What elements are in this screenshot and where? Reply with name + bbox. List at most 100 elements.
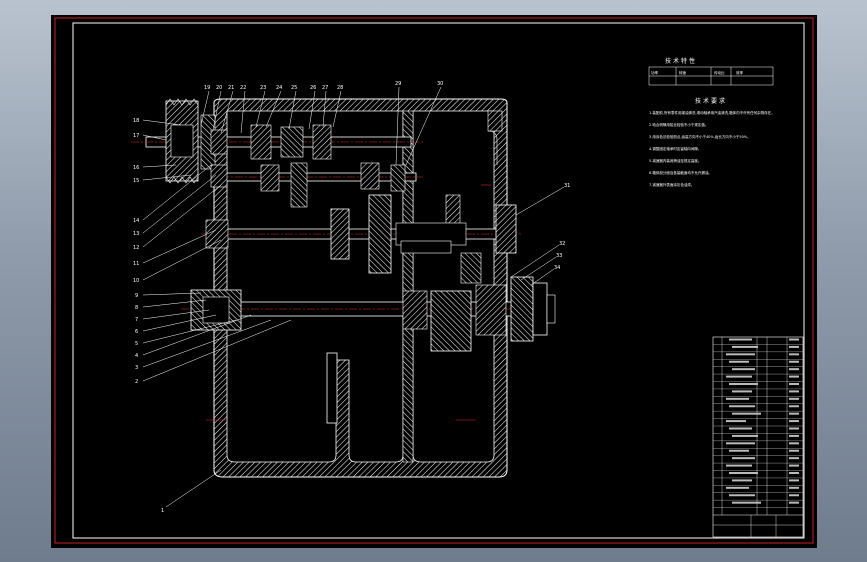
inner-border xyxy=(72,22,805,539)
spec-header-efficiency: 效率 xyxy=(736,70,744,75)
spec-header-ratio: 传动比 xyxy=(714,70,725,75)
parts-list-entry-note xyxy=(789,360,799,363)
spec-header-speed: 转速 xyxy=(679,70,687,75)
parts-list-entry-note xyxy=(789,375,799,378)
center-wall xyxy=(402,110,414,463)
parts-list-entry-note xyxy=(789,368,799,371)
leaders xyxy=(142,86,565,508)
label-27: 27 xyxy=(322,85,328,91)
label-22: 22 xyxy=(240,85,246,91)
label-6: 6 xyxy=(135,329,138,335)
gearbox-assembly-drawing: 18 17 16 15 14 13 12 11 10 9 8 7 6 5 4 3… xyxy=(54,17,814,544)
parts-list-entry-text xyxy=(726,486,749,489)
requirement-line-4: 4.调整固定轴承时应留轴向间隙。 xyxy=(649,146,701,151)
label-11: 11 xyxy=(133,261,139,267)
parts-list-entry-note xyxy=(789,338,799,341)
label-14: 14 xyxy=(133,218,139,224)
label-19: 19 xyxy=(204,85,210,91)
parts-list-entry-text xyxy=(729,427,752,430)
parts-list-entry-text xyxy=(726,375,752,378)
label-25: 25 xyxy=(291,85,297,91)
parts-list-entry-text xyxy=(732,368,755,371)
parts-list-entry-text xyxy=(732,390,752,393)
label-13: 13 xyxy=(133,231,139,237)
parts-list-entry-note xyxy=(789,412,799,415)
requirements-title: 技术要求 xyxy=(695,97,727,105)
parts-list-entry-text xyxy=(729,494,755,497)
parts-list-entry-text xyxy=(726,442,755,445)
label-12: 12 xyxy=(133,245,139,251)
parts-list-entry-text xyxy=(732,501,761,504)
parts-list-entry-text xyxy=(729,405,755,408)
parts-list-entry-note xyxy=(789,501,799,504)
parts-list-entry-note xyxy=(789,383,799,385)
label-24: 24 xyxy=(276,85,282,91)
requirement-line-2: 2.啮合侧隙用铅丝检验不小于规定值。 xyxy=(649,122,708,127)
parts-list-entry-text xyxy=(729,360,749,363)
v-belt-pulley xyxy=(165,98,216,184)
parts-list-entry-text xyxy=(729,472,758,474)
parts-list-entry-note xyxy=(789,420,799,423)
parts-list-entry-text xyxy=(732,479,752,482)
parts-list-entry-note xyxy=(789,427,799,430)
parts-list-table xyxy=(712,336,804,538)
drain-slot xyxy=(326,352,338,424)
parts-list-entry-note xyxy=(789,494,799,497)
requirement-line-5: 5.减速器内装润滑油至规定高度。 xyxy=(649,158,701,163)
outer-border xyxy=(54,17,814,544)
parts-list-entry-text xyxy=(732,434,758,437)
parts-list-entry-note xyxy=(789,472,799,474)
parts-list-entry-text xyxy=(732,412,761,415)
spec-table-title: 技术特性 xyxy=(665,57,697,65)
parts-list-entry-text xyxy=(726,397,749,400)
parts-list-entry-text xyxy=(729,338,752,341)
parts-list-entry-text xyxy=(726,353,755,356)
part-labels: 18 17 16 15 14 13 12 11 10 9 8 7 6 5 4 3… xyxy=(133,81,570,514)
label-1: 1 xyxy=(161,508,164,514)
label-4: 4 xyxy=(135,353,138,359)
label-2: 2 xyxy=(135,379,138,385)
label-16: 16 xyxy=(133,165,139,171)
parts-list-entry-note xyxy=(789,479,799,482)
parts-list-entry-note xyxy=(789,457,799,460)
parts-list-entry-note xyxy=(789,442,799,445)
gears-and-bearings xyxy=(190,124,556,352)
requirement-line-7: 7.减速器外表面涂灰色油漆。 xyxy=(649,182,694,187)
label-8: 8 xyxy=(135,305,138,311)
housing xyxy=(213,98,508,478)
requirement-line-6: 6.箱体剖分面及各接触面均不允许漏油。 xyxy=(649,170,712,175)
label-20: 20 xyxy=(216,85,222,91)
requirement-line-1: 1.装配前,所有零件用煤油清洗,滚动轴承用汽油清洗,箱体内不许有任何杂物存在。 xyxy=(649,110,775,115)
label-29: 29 xyxy=(395,81,401,87)
parts-list-entry-text xyxy=(729,449,749,452)
parts-list-entry-text xyxy=(726,420,746,423)
parts-list-entry-note xyxy=(789,390,799,393)
parts-list-entry-note xyxy=(789,353,799,356)
parts-list-entry-text xyxy=(726,464,752,467)
requirement-line-3: 3.用涂色法检验斑点,齿高方向不小于40%,齿长方向不小于50%。 xyxy=(649,134,751,139)
label-31: 31 xyxy=(564,183,570,189)
label-10: 10 xyxy=(133,278,139,284)
parts-list-entry-note xyxy=(789,434,799,437)
tech-spec-table: 技术特性 功率 转速 传动比 效率 xyxy=(648,57,774,86)
label-34: 34 xyxy=(554,265,560,271)
spec-header-power: 功率 xyxy=(651,70,659,75)
tech-requirements: 技术要求 1.装配前,所有零件用煤油清洗,滚动轴承用汽油清洗,箱体内不许有任何杂… xyxy=(649,97,775,187)
parts-list-entry-text xyxy=(732,457,755,460)
label-26: 26 xyxy=(310,85,316,91)
drawing-viewport[interactable]: 18 17 16 15 14 13 12 11 10 9 8 7 6 5 4 3… xyxy=(51,15,817,548)
label-17: 17 xyxy=(133,133,139,139)
parts-list-entry-text xyxy=(729,383,758,385)
label-21: 21 xyxy=(228,85,234,91)
parts-list-entry-note xyxy=(789,345,799,348)
housing-cavity-left xyxy=(226,110,404,463)
label-33: 33 xyxy=(556,253,562,259)
label-30: 30 xyxy=(437,81,443,87)
parts-list-entry-note xyxy=(789,486,799,489)
label-15: 15 xyxy=(133,178,139,184)
label-18: 18 xyxy=(133,118,139,124)
label-28: 28 xyxy=(337,85,343,91)
label-7: 7 xyxy=(135,317,138,323)
parts-list-entry-note xyxy=(789,449,799,452)
housing-cavity-right xyxy=(412,110,495,463)
